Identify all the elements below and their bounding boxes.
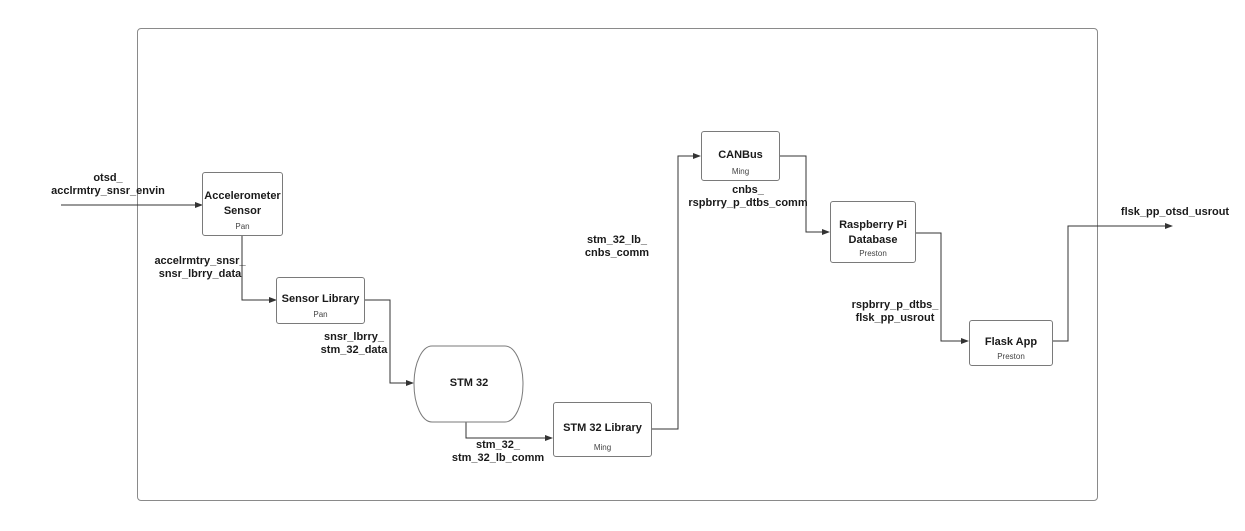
arrowhead-lib-to-stm [406, 380, 414, 386]
flask-app-owner: Preston [997, 352, 1025, 361]
arrowhead-stm-to-lib [545, 435, 553, 441]
arrowhead-input [195, 202, 203, 208]
connector-lib-to-can [652, 155, 694, 430]
raspberry-pi-database-block: Raspberry Pi Database Preston [830, 201, 916, 263]
sensor-library-title: Sensor Library [281, 293, 360, 305]
canbus-owner: Ming [731, 167, 750, 176]
arrowhead-db-to-flask [961, 338, 969, 344]
accelerometer-sensor-title: Accelerometer Sensor [204, 190, 281, 217]
connector-can-to-db [780, 155, 823, 233]
signal-label-can-to-db: cnbs_rspbrry_p_dtbs_comm [688, 184, 808, 209]
stm32-library-owner: Ming [593, 443, 612, 452]
arrowhead-can-to-db [822, 229, 830, 235]
raspberry-pi-database-title: Raspberry Pi Database [839, 219, 907, 246]
stm32-shape [413, 345, 524, 423]
signal-label-accel-to-lib: accelrmtry_snsr_snsr_lbrry_data [154, 255, 246, 280]
flask-app-block: Flask App Preston [969, 320, 1053, 366]
arrowhead-accel-to-lib [269, 297, 277, 303]
signal-label-db-to-flask: rspbrry_p_dtbs_flsk_pp_usrout [851, 299, 939, 324]
connector-accel-to-lib [241, 236, 270, 301]
sensor-library-block: Sensor Library Pan [276, 277, 365, 324]
signal-label-input: otsd_acclrmtry_snsr_envin [51, 172, 165, 197]
stm32-library-title: STM 32 Library [563, 422, 642, 434]
signal-label-stm-to-lib: stm_32_stm_32_lb_comm [451, 439, 545, 464]
signal-label-lib-to-can: stm_32_lb_cnbs_comm [584, 234, 650, 259]
arrowhead-lib-to-can [693, 153, 701, 159]
canbus-block: CANBus Ming [701, 131, 780, 181]
arrowhead-output [1165, 223, 1173, 229]
accelerometer-sensor-owner: Pan [235, 222, 250, 231]
canbus-title: CANBus [718, 149, 763, 161]
flask-app-title: Flask App [984, 336, 1038, 348]
connector-output [1053, 225, 1166, 342]
connector-db-to-flask [916, 232, 962, 342]
accelerometer-sensor-block: Accelerometer Sensor Pan [202, 172, 283, 236]
sensor-library-owner: Pan [313, 310, 328, 319]
raspberry-pi-database-owner: Preston [859, 249, 887, 258]
stm32-library-block: STM 32 Library Ming [553, 402, 652, 457]
system-boundary [137, 28, 1098, 501]
stm32-title: STM 32 [449, 377, 489, 389]
signal-label-lib-to-stm: snsr_lbrry_stm_32_data [320, 331, 388, 356]
signal-label-output: flsk_pp_otsd_usrout [1120, 206, 1230, 218]
connector-lib-to-stm [365, 299, 407, 384]
connector-stm-to-lib [465, 421, 546, 439]
